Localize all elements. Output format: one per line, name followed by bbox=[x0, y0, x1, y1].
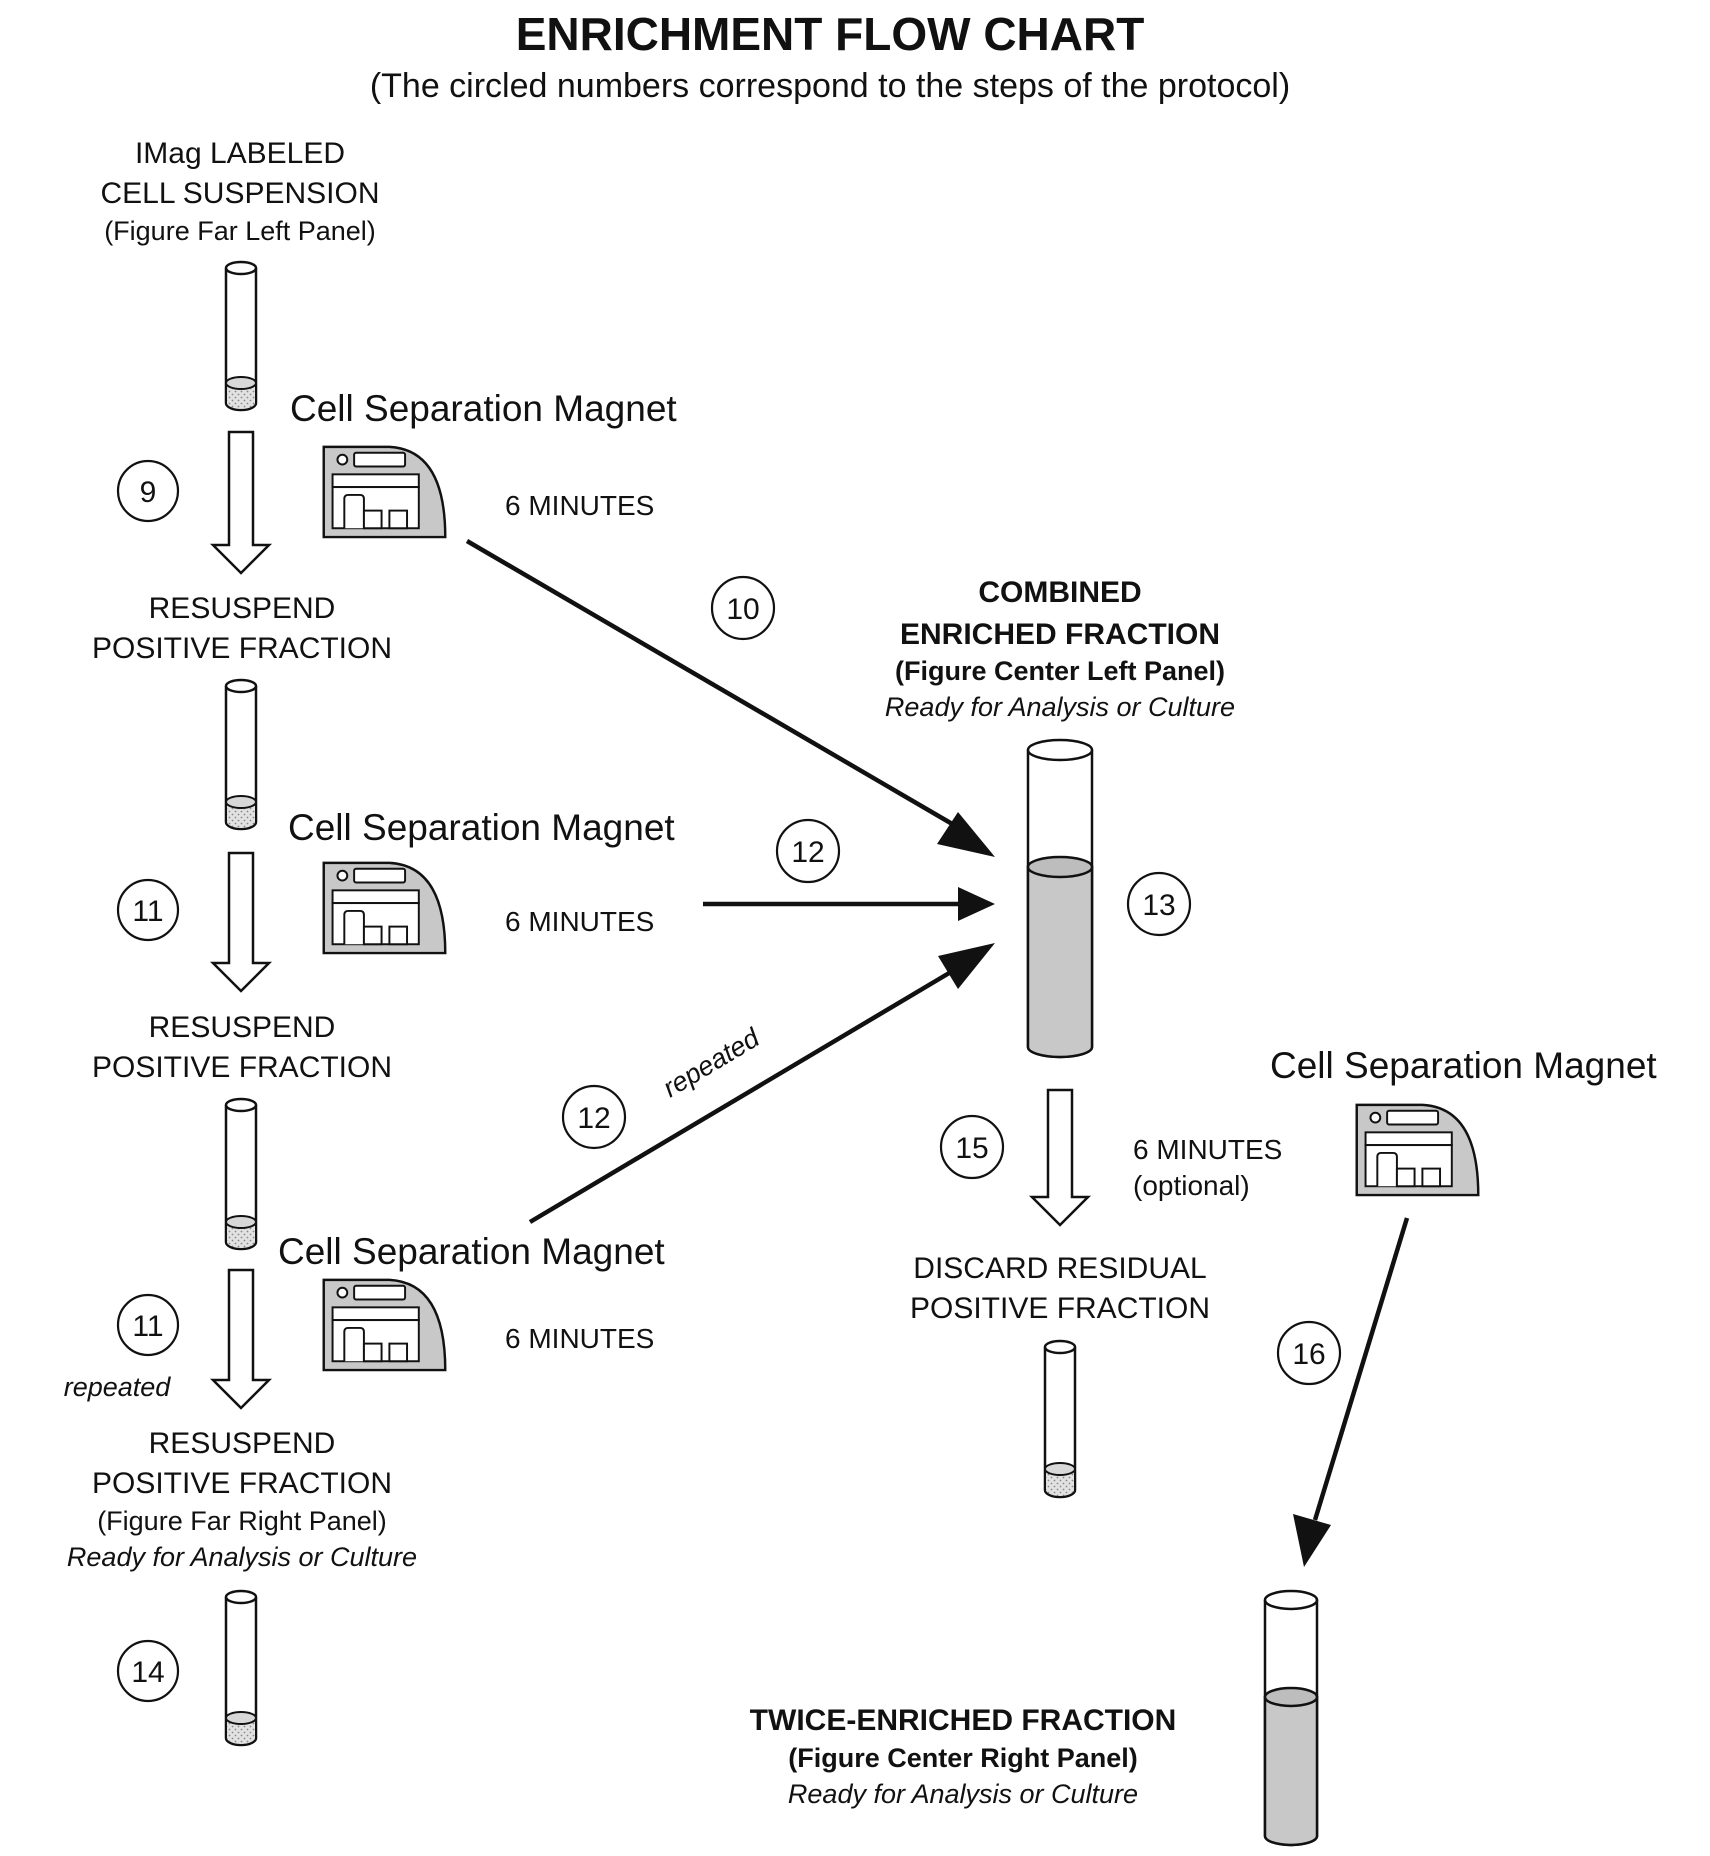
twice-label-line1: TWICE-ENRICHED FRACTION bbox=[750, 1704, 1177, 1737]
down-arrow-1 bbox=[209, 430, 273, 575]
step-11-repeated-number: 11 bbox=[132, 1310, 163, 1343]
arrow-step-10-head bbox=[937, 812, 995, 857]
combined-label-line3: (Figure Center Left Panel) bbox=[895, 656, 1225, 686]
start-label-line2: CELL SUSPENSION bbox=[101, 177, 380, 210]
magnet-label-3: Cell Separation Magnet bbox=[278, 1231, 665, 1272]
step-15-number: 15 bbox=[955, 1132, 988, 1165]
six-minutes-optional: 6 MINUTES bbox=[1133, 1134, 1282, 1165]
positive-fraction-label-1: POSITIVE FRACTION bbox=[92, 632, 392, 665]
six-minutes-2: 6 MINUTES bbox=[505, 906, 654, 937]
step-10: 10 bbox=[710, 575, 776, 641]
magnet-icon-4 bbox=[1355, 1103, 1480, 1197]
combined-label-line1: COMBINED bbox=[978, 576, 1141, 609]
tube-3 bbox=[224, 1097, 258, 1251]
tube-1 bbox=[224, 260, 258, 412]
magnet-label-4: Cell Separation Magnet bbox=[1270, 1045, 1657, 1086]
magnet-label-1: Cell Separation Magnet bbox=[290, 388, 677, 429]
tube-2 bbox=[224, 678, 258, 831]
arrow-step-10 bbox=[465, 539, 968, 834]
chart-subtitle: (The circled numbers correspond to the s… bbox=[370, 67, 1290, 105]
magnet-label-2: Cell Separation Magnet bbox=[288, 807, 675, 848]
resuspend-label-3: RESUSPEND bbox=[149, 1427, 336, 1460]
step-12-repeated: 12 bbox=[561, 1084, 627, 1150]
down-arrow-2 bbox=[209, 851, 273, 993]
step-14-number: 14 bbox=[131, 1656, 164, 1689]
step-9-number: 9 bbox=[140, 476, 157, 509]
combined-label-line2: ENRICHED FRACTION bbox=[900, 618, 1220, 651]
step-13-number: 13 bbox=[1142, 889, 1175, 922]
resuspend-label-1: RESUSPEND bbox=[149, 592, 336, 625]
arrow-step-16-head bbox=[1293, 1514, 1331, 1567]
step-11-first-number: 11 bbox=[132, 895, 163, 928]
positive-fraction-label-3: POSITIVE FRACTION bbox=[92, 1467, 392, 1500]
down-arrow-3 bbox=[209, 1268, 273, 1410]
discard-label-line1: DISCARD RESIDUAL bbox=[913, 1252, 1206, 1285]
step-15: 15 bbox=[939, 1114, 1005, 1180]
far-right-panel-label: (Figure Far Right Panel) bbox=[97, 1506, 387, 1536]
step-11-first: 11 bbox=[116, 878, 180, 942]
six-minutes-1: 6 MINUTES bbox=[505, 490, 654, 521]
arrow-step-16 bbox=[1312, 1217, 1410, 1521]
arrow-step-12-head bbox=[958, 887, 995, 921]
repeated-label-left: repeated bbox=[64, 1372, 172, 1402]
six-minutes-3: 6 MINUTES bbox=[505, 1323, 654, 1354]
arrow-step-12-repeated bbox=[528, 961, 968, 1224]
twice-enriched-tube bbox=[1263, 1589, 1319, 1847]
step-14: 14 bbox=[116, 1639, 180, 1703]
step-12-first-number: 12 bbox=[791, 836, 824, 869]
discard-label-line2: POSITIVE FRACTION bbox=[910, 1292, 1210, 1325]
step-10-number: 10 bbox=[726, 593, 759, 626]
tube-4 bbox=[224, 1589, 258, 1747]
chart-title: ENRICHMENT FLOW CHART bbox=[516, 8, 1145, 60]
ready-label-left: Ready for Analysis or Culture bbox=[67, 1542, 417, 1572]
magnet-icon-2 bbox=[322, 861, 447, 955]
discard-tube bbox=[1043, 1339, 1077, 1499]
step-16: 16 bbox=[1276, 1320, 1342, 1386]
step-12-repeated-number: 12 bbox=[577, 1102, 610, 1135]
magnet-icon-3 bbox=[322, 1278, 447, 1372]
step-9: 9 bbox=[116, 459, 180, 523]
step-11-repeated: 11 bbox=[116, 1293, 180, 1357]
combined-tube bbox=[1026, 738, 1094, 1059]
positive-fraction-label-2: POSITIVE FRACTION bbox=[92, 1051, 392, 1084]
twice-label-line2: (Figure Center Right Panel) bbox=[788, 1743, 1138, 1773]
start-label-line1: IMag LABELED bbox=[135, 137, 345, 170]
optional-label: (optional) bbox=[1133, 1170, 1250, 1201]
ready-label-twice: Ready for Analysis or Culture bbox=[788, 1779, 1138, 1809]
step-12-first: 12 bbox=[775, 818, 841, 884]
down-arrow-15 bbox=[1028, 1088, 1092, 1227]
ready-label-combined: Ready for Analysis or Culture bbox=[885, 692, 1235, 722]
resuspend-label-2: RESUSPEND bbox=[149, 1011, 336, 1044]
start-label-line3: (Figure Far Left Panel) bbox=[104, 216, 376, 246]
step-16-number: 16 bbox=[1292, 1338, 1325, 1371]
step-13: 13 bbox=[1126, 871, 1192, 937]
arrow-step-12-repeated-head bbox=[938, 943, 995, 989]
magnet-icon-1 bbox=[322, 445, 447, 539]
